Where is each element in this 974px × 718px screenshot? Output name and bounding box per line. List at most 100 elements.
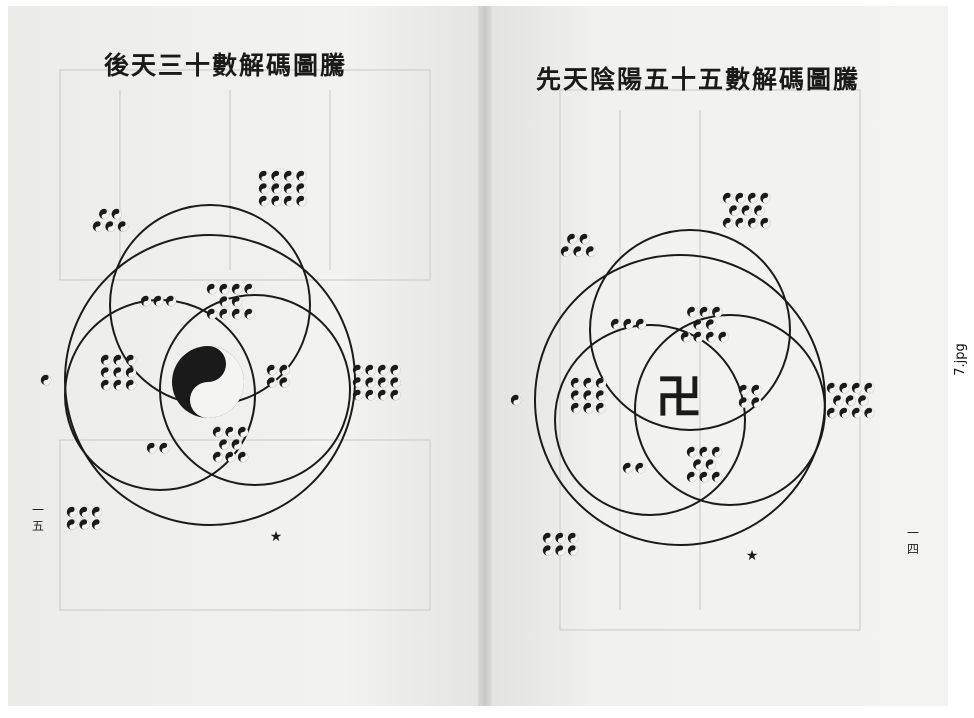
yin-yang-dot-icon xyxy=(845,395,856,406)
yin-yang-dot-icon xyxy=(79,506,90,518)
yin-yang-dot-icon xyxy=(212,426,224,438)
yin-yang-dot-icon xyxy=(365,377,376,388)
yin-yang-dot-icon xyxy=(722,217,734,229)
yin-yang-dot-icon xyxy=(542,545,554,556)
yin-yang-dot-icon xyxy=(833,395,844,406)
yin-yang-dot-icon xyxy=(738,384,750,396)
yin-yang-dot-icon xyxy=(622,462,634,474)
yin-yang-dot-icon xyxy=(113,379,124,391)
yin-yang-dot-icon xyxy=(258,183,270,194)
yin-yang-dot-icon xyxy=(864,407,875,419)
yin-yang-dot-icon xyxy=(858,395,869,406)
yin-yang-dot-icon xyxy=(680,331,692,343)
dot-cluster xyxy=(826,382,875,419)
yin-yang-dot-icon xyxy=(91,519,103,530)
yin-yang-dot-icon xyxy=(100,354,112,366)
dot-cluster xyxy=(686,446,723,483)
right-page-title: 先天陰陽五十五數解碼圖騰 xyxy=(536,65,861,94)
yin-yang-dot-icon xyxy=(377,364,389,376)
yin-yang-dot-icon xyxy=(231,296,243,307)
yin-yang-dot-icon xyxy=(225,426,236,438)
yin-yang-dot-icon xyxy=(542,532,554,544)
yin-yang-dot-icon xyxy=(206,283,218,295)
yin-yang-dot-icon xyxy=(258,170,270,182)
right-diagram xyxy=(534,229,826,546)
dot-clusters xyxy=(40,170,875,556)
yin-yang-dot-icon xyxy=(760,217,771,229)
yin-yang-dot-icon xyxy=(296,183,307,194)
yin-yang-dot-icon xyxy=(219,283,230,295)
yin-yang-dot-icon xyxy=(711,446,723,458)
yin-yang-dot-icon xyxy=(390,389,401,401)
yin-yang-dot-icon xyxy=(219,296,230,307)
yin-yang-dot-icon xyxy=(140,295,152,307)
yin-yang-dot-icon xyxy=(99,208,110,220)
yin-yang-dot-icon xyxy=(826,382,838,394)
yin-yang-dot-icon xyxy=(712,306,723,318)
dot-cluster xyxy=(66,506,103,530)
yin-yang-dot-icon xyxy=(510,394,522,406)
dot-cluster xyxy=(510,394,522,406)
yin-yang-dot-icon xyxy=(747,217,759,229)
yin-yang-dot-icon xyxy=(718,331,729,343)
yin-yang-dot-icon xyxy=(271,183,282,194)
yin-yang-dot-icon xyxy=(237,451,249,463)
yin-yang-dot-icon xyxy=(231,308,243,320)
dot-cluster xyxy=(140,295,177,307)
left-page-title: 後天三十數解碼圖騰 xyxy=(104,51,348,80)
yin-yang-dot-icon xyxy=(595,377,607,389)
book-gutter xyxy=(478,6,492,706)
yin-yang-dot-icon xyxy=(125,367,137,378)
yin-yang-dot-icon xyxy=(570,402,582,414)
yin-yang-dot-icon xyxy=(283,183,295,194)
yin-yang-dot-icon xyxy=(377,389,389,401)
yin-yang-dot-icon xyxy=(570,390,582,401)
yin-yang-dot-icon xyxy=(610,318,622,330)
yin-yang-dot-icon xyxy=(165,295,177,307)
dot-cluster xyxy=(722,192,771,229)
yin-yang-dot-icon xyxy=(92,221,104,232)
yin-yang-dot-icon xyxy=(352,364,364,376)
yin-yang-dot-icon xyxy=(595,390,607,401)
yin-yang-dot-icon xyxy=(735,192,746,204)
yin-yang-dot-icon xyxy=(79,519,90,530)
right-star-icon: ★ xyxy=(746,548,759,564)
yin-yang-dot-icon xyxy=(231,283,243,295)
yin-yang-dot-icon xyxy=(219,439,230,450)
yin-yang-dot-icon xyxy=(113,354,124,366)
yin-yang-dot-icon xyxy=(159,442,170,454)
yin-yang-dot-icon xyxy=(751,384,762,396)
yin-yang-dot-icon xyxy=(279,364,290,376)
yin-yang-dot-icon xyxy=(560,246,572,257)
yin-yang-dot-icon xyxy=(231,439,242,450)
yin-yang-dot-icon xyxy=(100,379,112,391)
yin-yang-dot-icon xyxy=(266,377,278,388)
yin-yang-dot-icon xyxy=(760,192,771,204)
yin-yang-dot-icon xyxy=(693,331,704,343)
yin-yang-dot-icon xyxy=(705,459,716,470)
yin-yang-dot-icon xyxy=(283,195,295,207)
yin-yang-dot-icon xyxy=(390,364,401,376)
yin-yang-dot-icon xyxy=(729,205,740,216)
yin-yang-dot-icon xyxy=(738,397,750,408)
yin-yang-dot-icon xyxy=(711,471,723,483)
yin-yang-dot-icon xyxy=(91,506,103,518)
file-label: 7.jpg xyxy=(952,343,968,376)
yin-yang-dot-icon xyxy=(751,397,762,408)
right-circle-right xyxy=(634,314,826,506)
dot-cluster xyxy=(680,306,729,343)
yin-yang-dot-icon xyxy=(113,367,124,378)
yin-yang-dot-icon xyxy=(117,221,129,232)
dot-cluster xyxy=(258,170,307,207)
yin-yang-dot-icon xyxy=(699,471,710,483)
dot-cluster xyxy=(352,364,401,401)
yin-yang-dot-icon xyxy=(635,462,646,474)
swastika-icon: 卍 xyxy=(656,370,702,424)
right-page-number: 一四 xyxy=(906,526,919,556)
yin-yang-dot-icon xyxy=(352,377,364,388)
yin-yang-dot-icon xyxy=(747,192,759,204)
dot-cluster xyxy=(542,532,579,556)
yin-yang-dot-icon xyxy=(851,382,863,394)
